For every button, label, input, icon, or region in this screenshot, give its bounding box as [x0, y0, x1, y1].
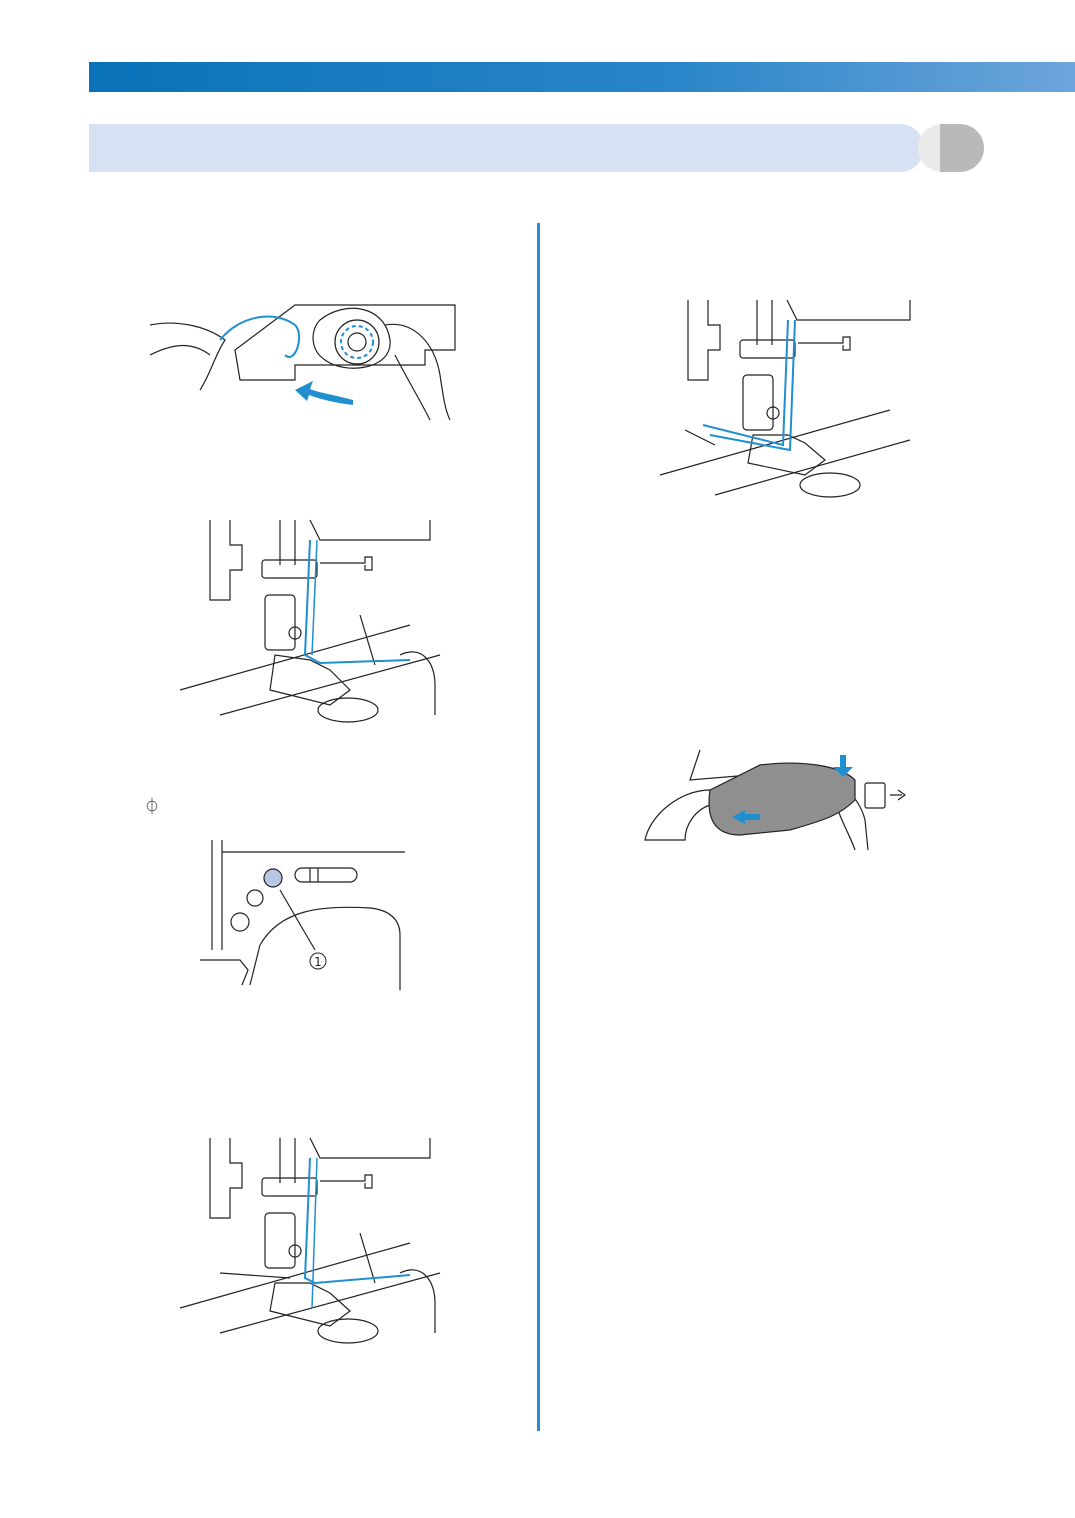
presser-foot-figure-3 [659, 299, 911, 498]
section-title-bar [89, 124, 924, 172]
callout-1: 1 [314, 955, 322, 969]
control-panel-figure: 1 [200, 840, 405, 990]
section-tab-dark [940, 124, 984, 172]
column-divider [537, 223, 540, 1431]
presser-foot-figure-1 [179, 519, 441, 723]
presser-foot-figure-2 [179, 1137, 441, 1344]
bobbin-threading-figure [149, 304, 456, 421]
needle-position-button[interactable] [263, 868, 283, 888]
bobbin-cover-figure [644, 749, 907, 851]
header-bar [89, 62, 1075, 92]
needle-position-icon: ⏀ [144, 797, 161, 816]
